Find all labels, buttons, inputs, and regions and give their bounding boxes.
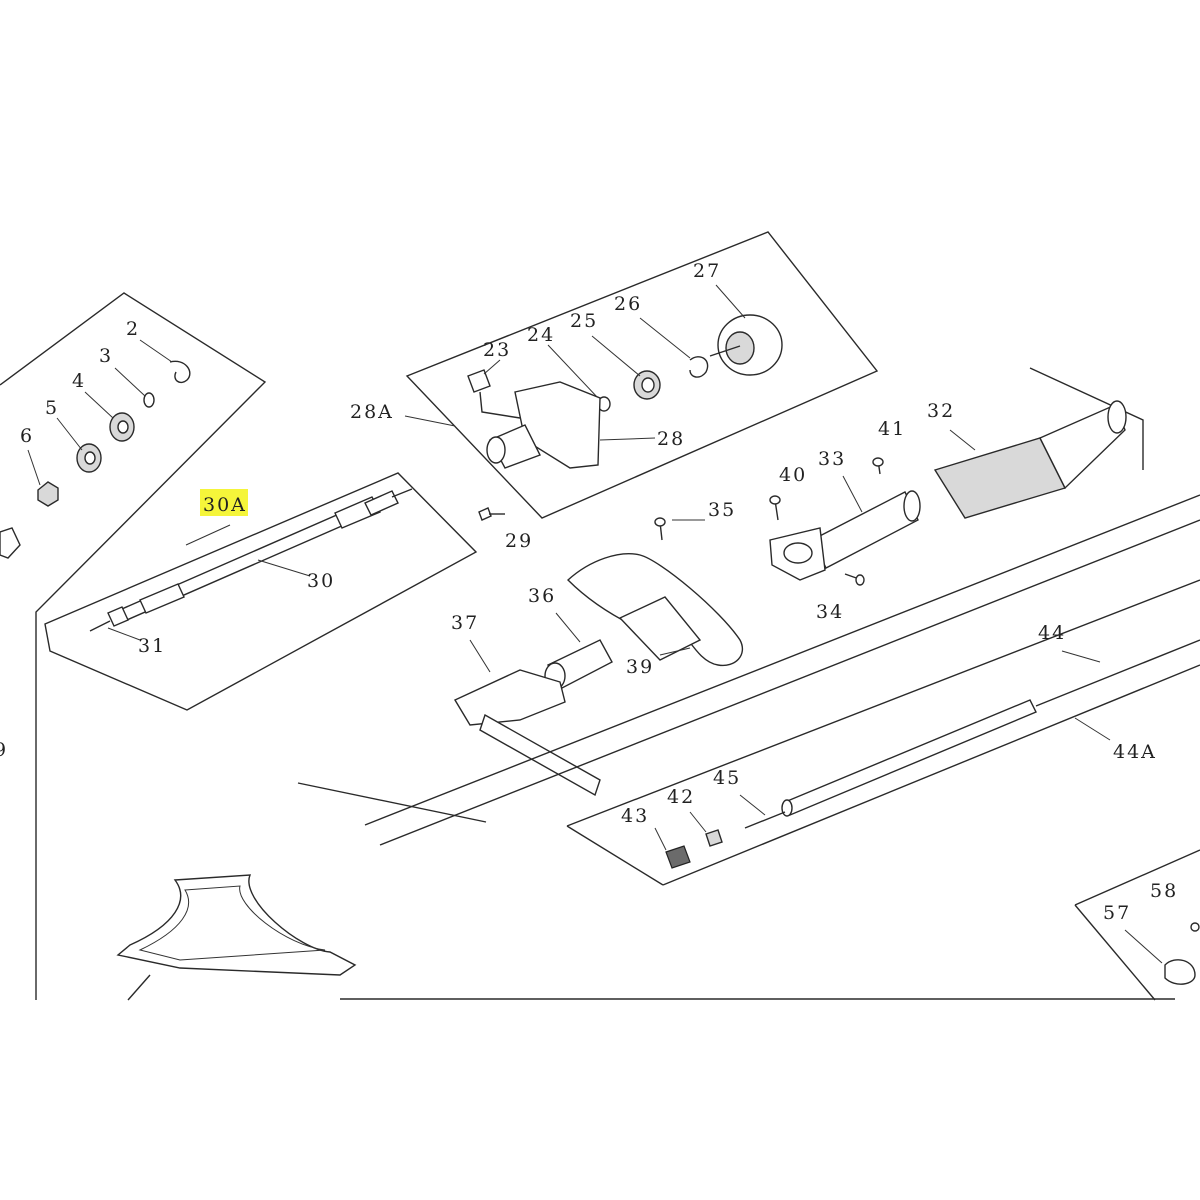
part-44A-inner-tube: [781, 639, 1200, 817]
label-24: 24: [527, 324, 555, 346]
label-31: 31: [138, 635, 166, 657]
label-30: 30: [307, 570, 335, 592]
label-25: 25: [570, 310, 598, 332]
label-43: 43: [621, 805, 649, 827]
part-58-nut: [1190, 922, 1200, 932]
part-23-screw: [467, 359, 521, 419]
part-57-clamp: [1124, 929, 1196, 985]
part-34-bolt: [844, 573, 865, 586]
label-5: 5: [45, 397, 59, 419]
label-9: 9: [0, 739, 8, 761]
label-2: 2: [126, 318, 140, 340]
panel-outlines: [0, 231, 1200, 1001]
label-3: 3: [99, 345, 113, 367]
part-5-bearing: [56, 417, 102, 473]
label-33: 33: [818, 448, 846, 470]
label-35: 35: [708, 499, 736, 521]
part-42-bushing: [689, 811, 723, 847]
part-4-bearing: [84, 391, 135, 442]
label-23: 23: [483, 339, 511, 361]
label-39: 39: [626, 656, 654, 678]
left-shaft-fragment: [0, 527, 21, 559]
part-43-cap: [654, 827, 691, 869]
label-37: 37: [451, 612, 479, 634]
part-labels: 2 3 4 5 6 30A 30 31 9 23 24 25 26 27 28A…: [0, 260, 1178, 924]
label-44A: 44A: [1113, 741, 1157, 763]
part-27-clutch-drum: [709, 284, 783, 376]
label-41: 41: [878, 418, 906, 440]
label-6: 6: [20, 425, 34, 447]
label-4: 4: [72, 370, 86, 392]
label-44: 44: [1038, 622, 1066, 644]
label-32: 32: [927, 400, 955, 422]
part-clamp-ring: [769, 527, 826, 581]
label-27: 27: [693, 260, 721, 282]
part-37-handle: [453, 639, 601, 797]
part-25-bearing: [591, 335, 661, 400]
label-30A: 30A: [203, 494, 247, 516]
part-36-sleeve: [544, 612, 613, 690]
label-29: 29: [505, 530, 533, 552]
part-28-gear-housing: [486, 381, 656, 469]
label-34: 34: [816, 601, 844, 623]
part-29-bolt: [478, 507, 505, 521]
part-39-loop-handle: [566, 553, 744, 667]
part-33-clamp-tube: [811, 475, 921, 569]
part-2-circlip: [139, 339, 191, 384]
label-36: 36: [528, 585, 556, 607]
label-26: 26: [614, 293, 642, 315]
label-57: 57: [1103, 902, 1131, 924]
label-45: 45: [713, 767, 741, 789]
guard-plate: [116, 874, 357, 1001]
part-3-ring: [114, 367, 155, 408]
label-42: 42: [667, 786, 695, 808]
part-44-outer-tube: [364, 494, 1200, 846]
part-26-circlip: [639, 317, 709, 378]
label-58: 58: [1150, 880, 1178, 902]
part-35-bolt: [654, 517, 705, 541]
highlight-30A: [200, 489, 248, 516]
label-28: 28: [657, 428, 685, 450]
part-32-engine-housing: [933, 400, 1127, 519]
label-28A: 28A: [350, 401, 394, 423]
part-30-drive-shaft: [89, 488, 413, 641]
part-24-ring: [547, 344, 611, 412]
label-40: 40: [779, 464, 807, 486]
part-40-41-screws: [769, 457, 884, 521]
part-6-nut: [27, 449, 59, 507]
part-28A-leader: [404, 415, 456, 427]
part-45-cable: [739, 794, 786, 829]
